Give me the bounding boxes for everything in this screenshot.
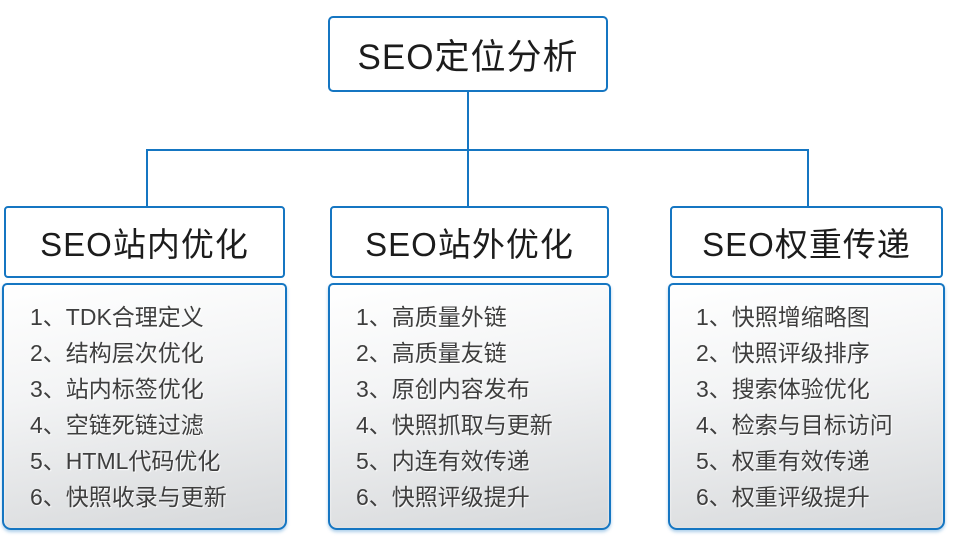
list-item: 4、空链死链过滤 — [30, 412, 204, 438]
list-item: 5、HTML代码优化 — [30, 448, 221, 474]
list-item: 3、站内标签优化 — [30, 376, 204, 402]
connector-horizontal — [146, 149, 809, 151]
branch-node: SEO站外优化 — [330, 206, 609, 278]
list-item: 1、TDK合理定义 — [30, 304, 204, 330]
list-item: 2、高质量友链 — [356, 340, 507, 366]
list-item: 4、快照抓取与更新 — [356, 412, 553, 438]
list-item: 1、高质量外链 — [356, 304, 507, 330]
list-item: 6、权重评级提升 — [696, 484, 870, 510]
list-item: 6、快照收录与更新 — [30, 484, 227, 510]
branch-node: SEO站内优化 — [4, 206, 285, 278]
branch-items-panel: 1、高质量外链 2、高质量友链 3、原创内容发布 4、快照抓取与更新 5、内连有效传递 6… — [328, 283, 611, 530]
list-item: 5、权重有效传递 — [696, 448, 870, 474]
connector-middle-vertical — [467, 150, 469, 207]
branch-node: SEO权重传递 — [670, 206, 943, 278]
branch-onsite-optimization: SEO站内优化 1、TDK合理定义 2、结构层次优化 3、站内标签优化 4、空链死链过… — [2, 206, 287, 530]
branch-weight-transfer: SEO权重传递 1、快照增缩略图 2、快照评级排序 3、搜索体验优化 4、检索与目标访… — [668, 206, 945, 530]
root-node: SEO定位分析 — [328, 16, 608, 92]
connector-left-vertical — [146, 150, 148, 207]
branch-offsite-optimization: SEO站外优化 1、高质量外链 2、高质量友链 3、原创内容发布 4、快照抓取与更新 5… — [328, 206, 611, 530]
branch-items-panel: 1、快照增缩略图 2、快照评级排序 3、搜索体验优化 4、检索与目标访问 5、权重有效传… — [668, 283, 945, 530]
list-item: 3、原创内容发布 — [356, 376, 530, 402]
connector-right-vertical — [807, 150, 809, 207]
list-item: 6、快照评级提升 — [356, 484, 530, 510]
list-item: 5、内连有效传递 — [356, 448, 530, 474]
list-item: 3、搜索体验优化 — [696, 376, 870, 402]
branch-node-label: SEO站外优化 — [365, 226, 574, 263]
list-item: 1、快照增缩略图 — [696, 304, 870, 330]
branch-items-panel: 1、TDK合理定义 2、结构层次优化 3、站内标签优化 4、空链死链过滤 5、HTML代… — [2, 283, 287, 530]
list-item: 2、结构层次优化 — [30, 340, 204, 366]
connector-root-vertical — [467, 92, 469, 150]
branch-node-label: SEO站内优化 — [40, 226, 249, 263]
list-item: 4、检索与目标访问 — [696, 412, 893, 438]
list-item: 2、快照评级排序 — [696, 340, 870, 366]
branch-node-label: SEO权重传递 — [702, 226, 911, 263]
root-node-label: SEO定位分析 — [357, 37, 579, 77]
